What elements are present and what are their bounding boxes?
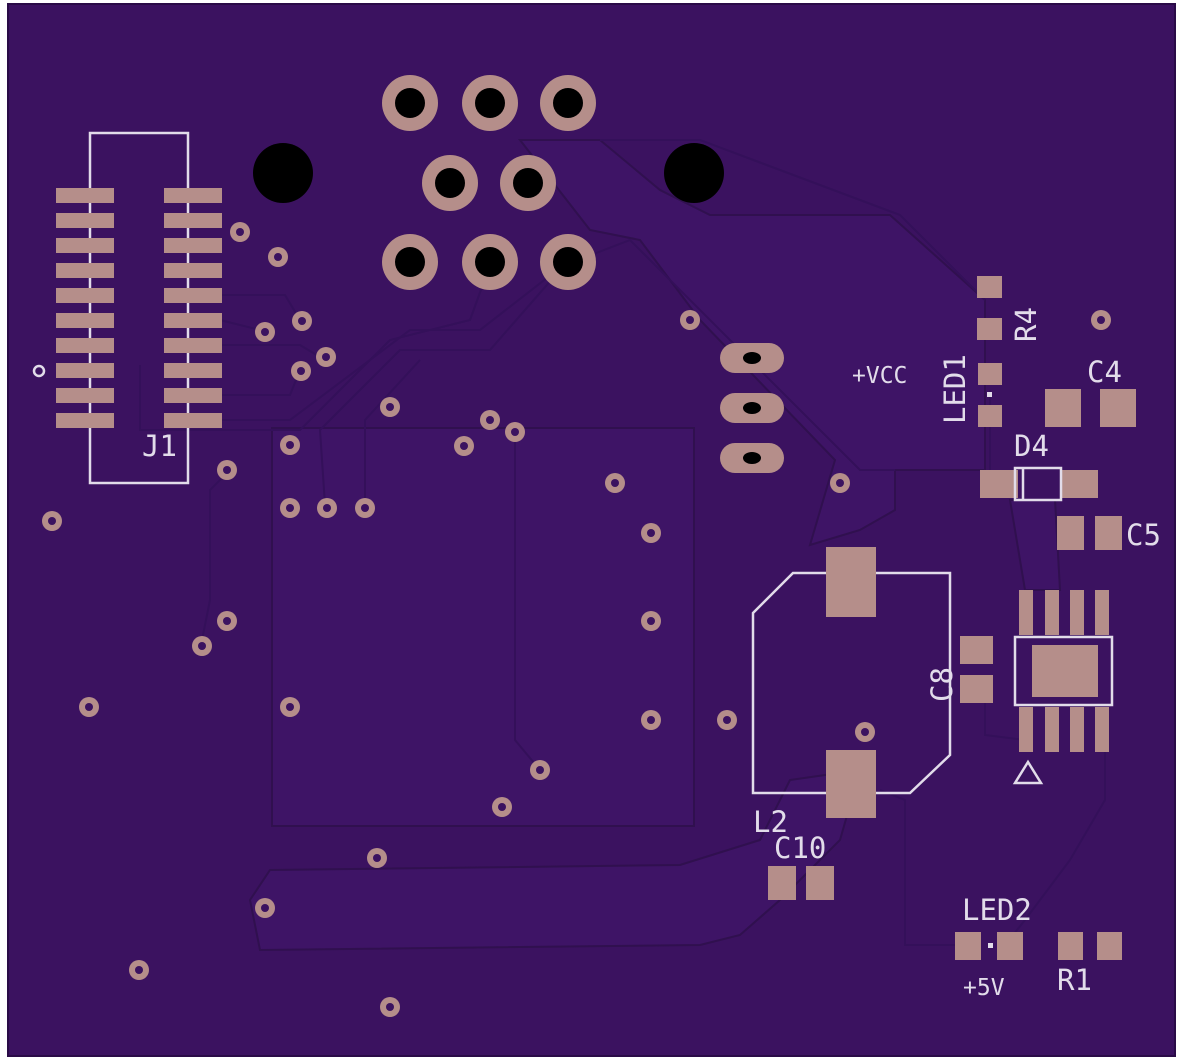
r1-resistor[interactable]: R1 (1057, 932, 1122, 997)
c8-capacitor[interactable]: C8 (925, 636, 993, 703)
j1-label: J1 (142, 429, 177, 463)
c4-label: C4 (1087, 355, 1122, 389)
mounting-holes (253, 143, 724, 203)
traces (139, 139, 1106, 946)
r4-label: R4 (1009, 307, 1043, 342)
l2-label: L2 (753, 805, 788, 839)
j1-connector[interactable]: J1 (32, 131, 222, 485)
c4-capacitor[interactable]: C4 (1045, 355, 1136, 427)
c10-capacitor[interactable]: C10 (768, 831, 834, 900)
c8-label: C8 (925, 667, 959, 702)
d4-diode[interactable]: D4 (980, 429, 1098, 502)
vias (42, 222, 1111, 1017)
plus5v-label: +5V (963, 975, 1005, 1001)
vcc-label: +VCC (852, 363, 907, 389)
led2[interactable]: LED2 (955, 893, 1032, 960)
oval-header-pads[interactable] (720, 343, 784, 473)
led1-label: LED1 (938, 354, 972, 424)
l2-inductor[interactable]: L2 (751, 547, 952, 839)
ic-soic8[interactable] (1012, 590, 1114, 785)
c5-label: C5 (1126, 518, 1161, 552)
through-hole-pins[interactable] (382, 75, 596, 290)
c10-label: C10 (774, 831, 826, 865)
led2-label: LED2 (962, 893, 1032, 927)
d4-label: D4 (1014, 429, 1049, 463)
r4-resistor[interactable]: R4 (977, 276, 1043, 342)
c5-capacitor[interactable]: C5 (1057, 516, 1161, 552)
copper-pours (248, 139, 1062, 952)
led1[interactable]: LED1 (938, 354, 1002, 427)
r1-label: R1 (1057, 963, 1092, 997)
